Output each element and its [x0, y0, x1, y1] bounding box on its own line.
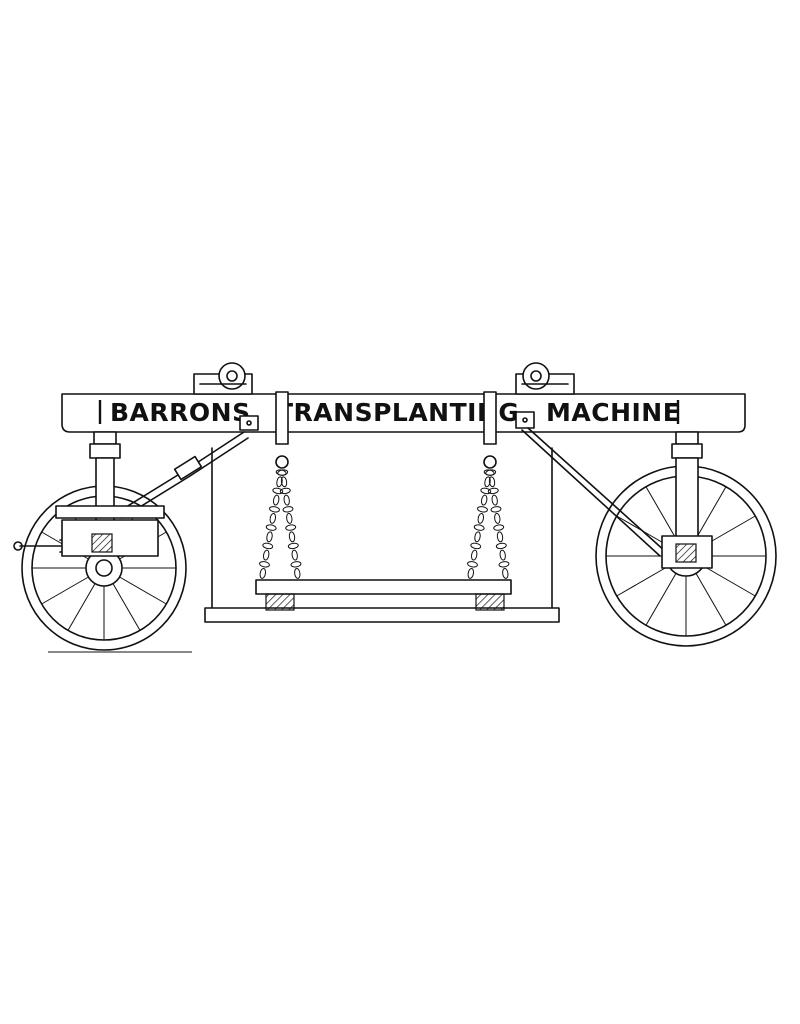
chain-link [266, 531, 273, 543]
chain-link [491, 494, 498, 506]
chain-link [282, 506, 294, 513]
chain-link [262, 549, 270, 561]
chain-link [262, 542, 274, 550]
wheel-spoke [645, 486, 677, 539]
wheel-spoke [67, 583, 96, 631]
chain-link [286, 512, 293, 524]
cradle-platform [255, 579, 512, 611]
wheel-spoke [695, 573, 727, 626]
left-pulley [193, 362, 253, 395]
lifting-chains [259, 469, 510, 579]
chain-hangers [275, 391, 497, 469]
wheel-spoke [703, 565, 756, 597]
chain-link [487, 487, 499, 495]
chain-link [502, 567, 509, 579]
chain-link [473, 524, 485, 531]
chain-link [495, 542, 507, 550]
chain-link [294, 567, 301, 579]
wheel-spoke [645, 573, 677, 626]
root-box [204, 447, 560, 623]
chain-link [477, 506, 488, 513]
main-beam [61, 393, 746, 433]
chain-link [280, 476, 288, 488]
left-axle-column [55, 431, 165, 557]
chain-link [480, 494, 488, 506]
title-word-barrons: BARRONS [110, 398, 251, 427]
chain-link [259, 567, 267, 579]
wheel-spoke [41, 576, 89, 605]
wheel-spoke [616, 515, 669, 547]
chain-link [477, 512, 485, 524]
right-tie-rod [521, 427, 667, 557]
chain-link [470, 549, 478, 561]
chain-link [290, 561, 302, 568]
chain-link [291, 549, 298, 561]
right-pulley [515, 362, 575, 395]
wheel-spoke [119, 576, 167, 605]
wheel-spoke [695, 486, 727, 539]
beam-brackets [239, 411, 535, 431]
chain-link [494, 512, 501, 524]
wheel-spoke [616, 565, 669, 597]
right-axle-column [661, 431, 713, 569]
chain-link [277, 469, 289, 476]
chain-link [467, 567, 475, 579]
chain-link [265, 524, 277, 531]
chain-link [283, 494, 290, 506]
machine-title: BARRONS TRANSPLANTING MACHINE [110, 398, 680, 427]
chain-link [488, 476, 496, 488]
chain-link [480, 487, 492, 495]
chain-link [499, 549, 506, 561]
title-word-transplanting: TRANSPLANTING [276, 398, 519, 427]
chain-link [272, 487, 284, 495]
chain-link [287, 542, 299, 550]
chain-link [485, 469, 497, 476]
chain-link [269, 512, 277, 524]
chain-link [259, 561, 270, 568]
beam-bolts [98, 400, 680, 424]
chain-link [272, 494, 280, 506]
chain-link [470, 542, 482, 550]
chain-link [269, 506, 280, 513]
chain-link [279, 487, 291, 495]
chain-link [484, 476, 491, 488]
wheel-spoke [112, 583, 141, 631]
chain-link [490, 506, 502, 513]
chain-link [493, 524, 505, 531]
chain-link [496, 531, 504, 543]
chain-link [288, 531, 296, 543]
chain-link [498, 561, 510, 568]
chain-link [276, 476, 283, 488]
chain-link [474, 531, 481, 543]
chain-link [467, 561, 478, 568]
chain-link [285, 524, 297, 531]
title-word-machine: MACHINE [546, 398, 680, 427]
